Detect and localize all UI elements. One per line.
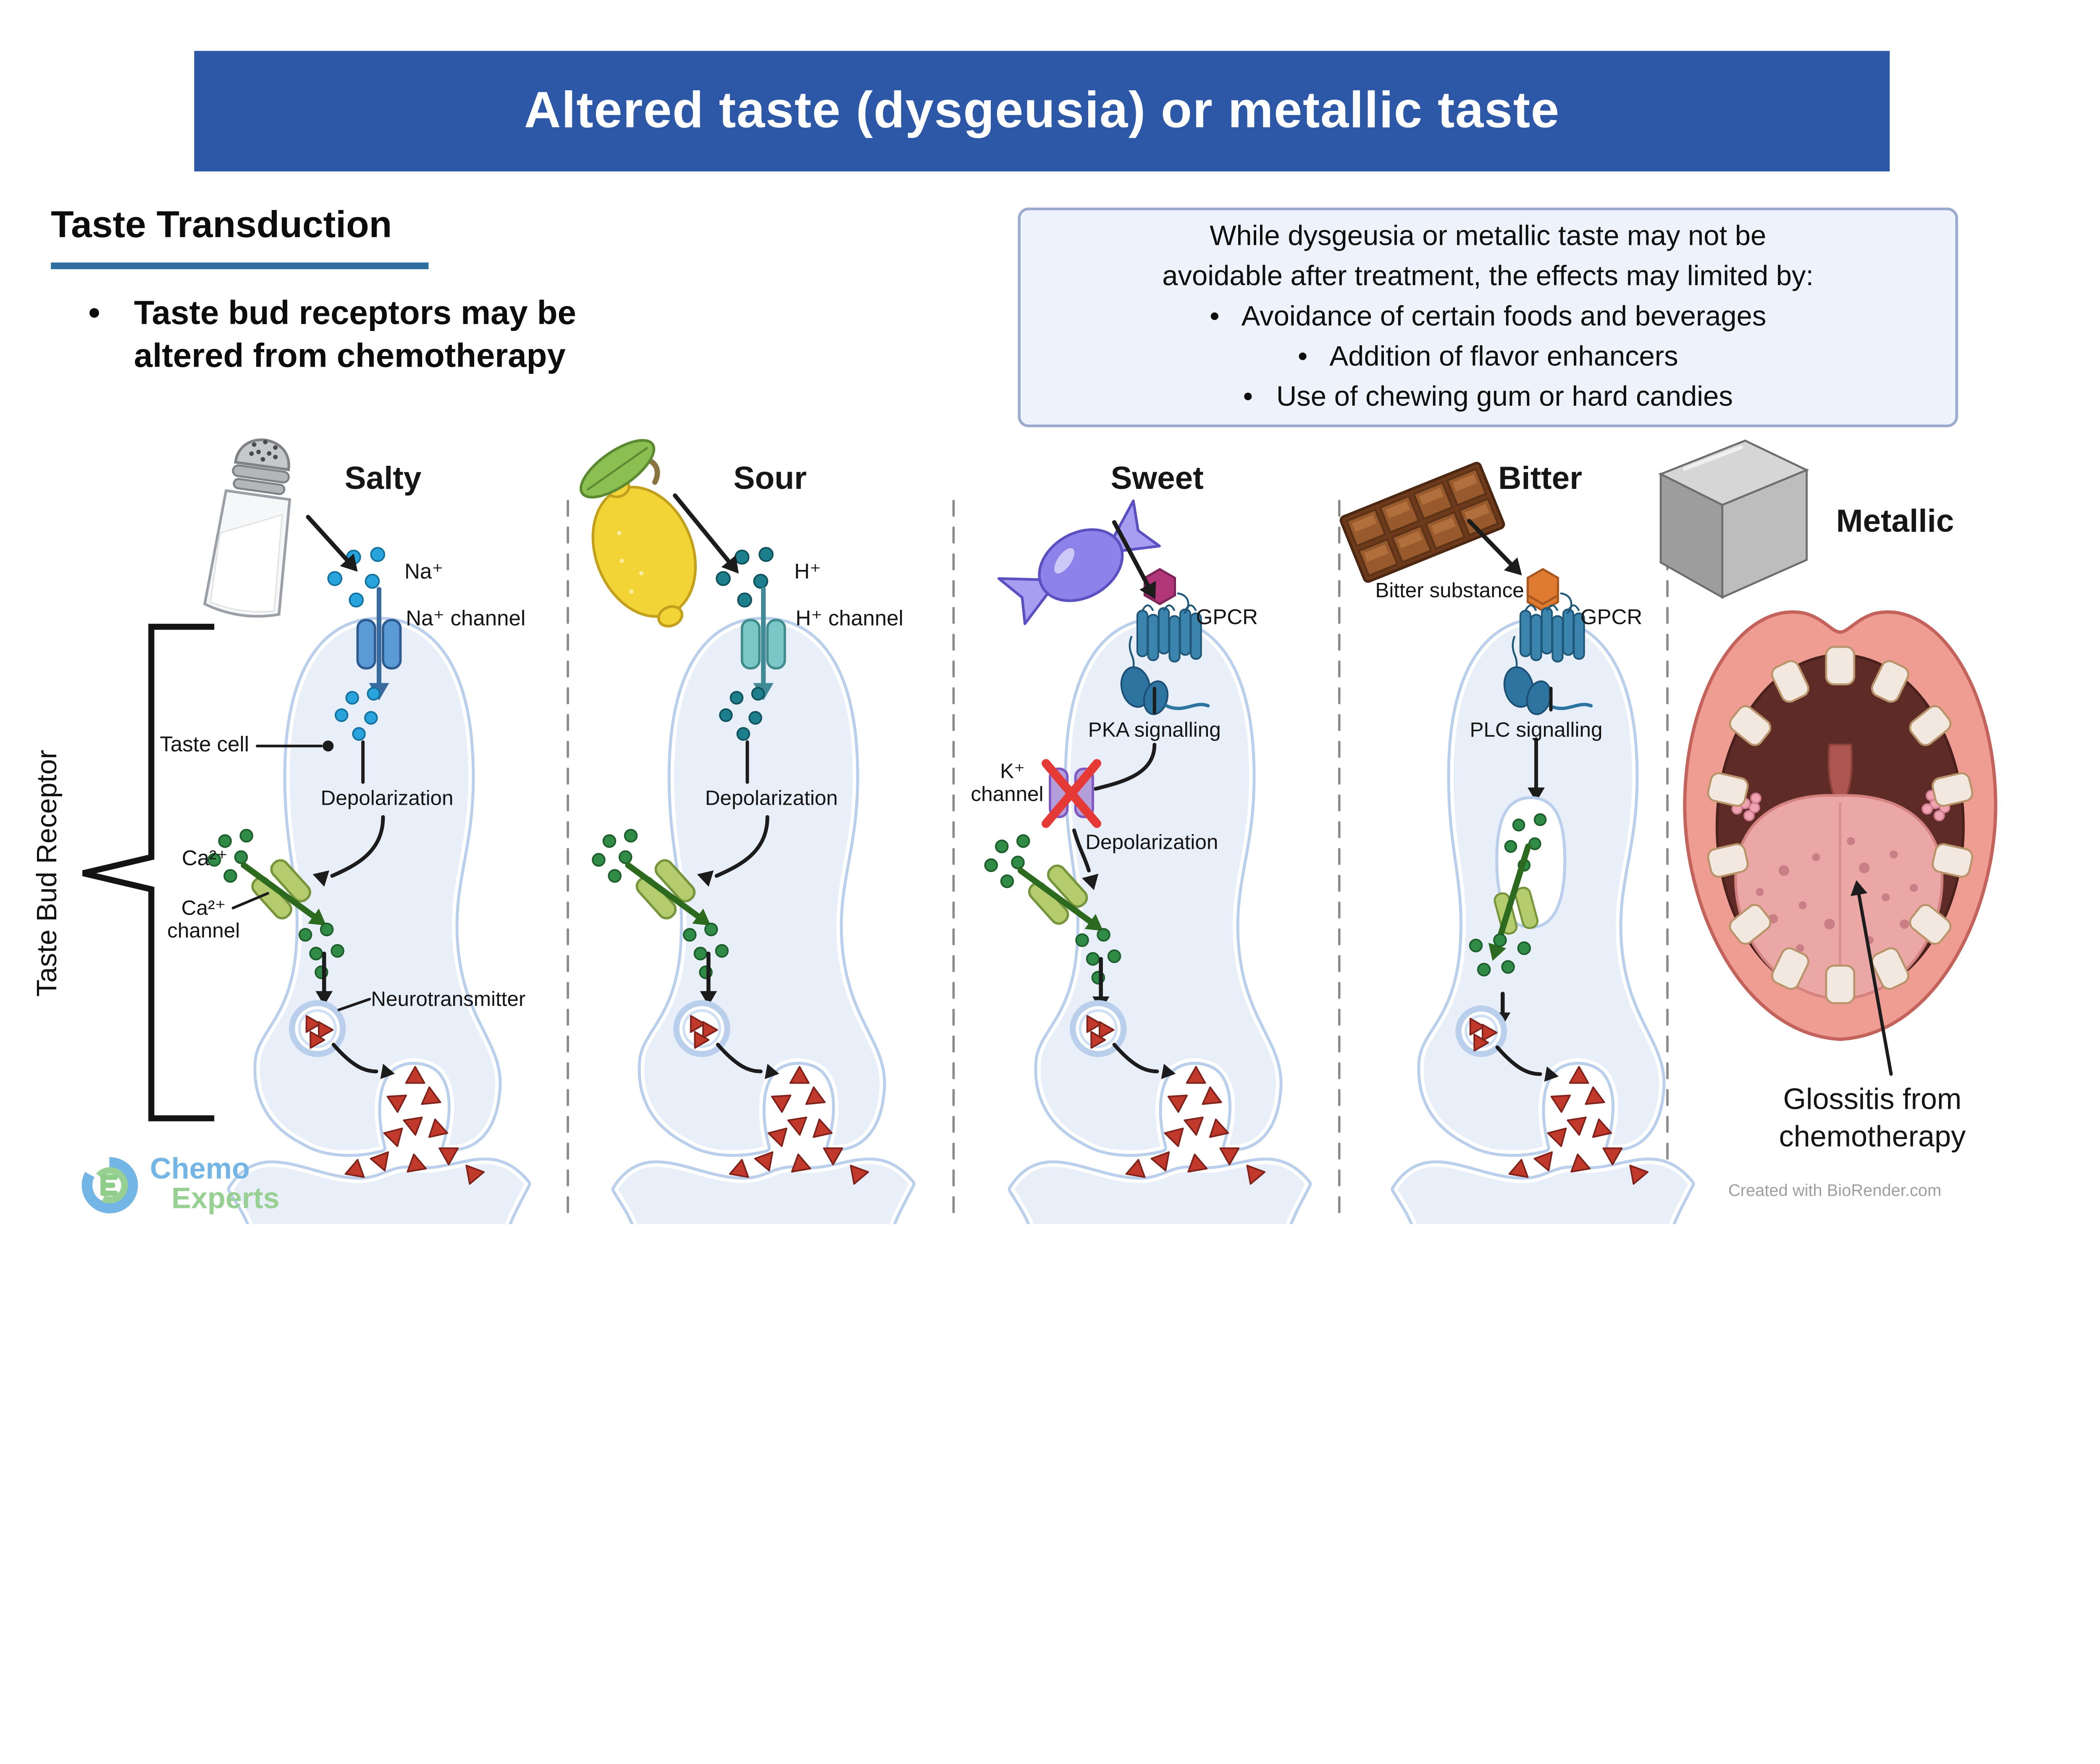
ca-channel-label-line1: Ca²⁺ [181, 897, 226, 920]
gpcr-receptor [1503, 568, 1593, 715]
taste-header-salty: Salty [344, 460, 422, 497]
k-channel-label-line1: K⁺ [1000, 761, 1025, 784]
k-channel-label-line2: channel [971, 783, 1044, 806]
open-mouth-illustration [1683, 610, 1998, 1041]
wrapped-candy-icon [997, 499, 1161, 625]
advice-intro-line1: While dysgeusia or metallic taste may no… [1210, 221, 1767, 252]
salty-pathway [207, 547, 402, 1079]
plc-signalling-label: PLC signalling [1470, 719, 1603, 742]
bitter-substance-label: Bitter substance [1375, 580, 1524, 603]
depolarization-label-salty: Depolarization [320, 788, 454, 811]
salt-shaker-icon [203, 438, 291, 618]
logo-text-chemo: Chemo [150, 1152, 250, 1186]
na-channel-label: Na⁺ channel [406, 608, 526, 631]
taste-header-sour: Sour [733, 460, 807, 497]
h-ion-label: H⁺ [794, 561, 821, 584]
taste-header-metallic: Metallic [1836, 503, 1954, 540]
section-bullet: Taste bud receptors may be altered from … [88, 292, 683, 378]
taste-bud-receptor-bracket [82, 624, 215, 1121]
column-dividers [567, 499, 1669, 1224]
bitter-pathway [1455, 568, 1593, 1082]
ca-ion-label: Ca²⁺ [181, 848, 228, 871]
sweet-pathway [984, 568, 1210, 1079]
lemon-icon [579, 439, 697, 628]
glossitis-arrow [1850, 880, 1893, 1076]
taste-header-sweet: Sweet [1110, 460, 1204, 497]
gpcr-label-sweet: GPCR [1196, 606, 1258, 630]
advice-item: Use of chewing gum or hard candies [1210, 377, 1766, 417]
page-title: Altered taste (dysgeusia) or metallic ta… [524, 82, 1560, 139]
taste-bud-receptor-label: Taste Bud Receptor [32, 750, 63, 997]
biorender-credit: Created with BioRender.com [1728, 1181, 1942, 1200]
advice-item: Avoidance of certain foods and beverages [1210, 297, 1767, 337]
advice-item: Addition of flavor enhancers [1210, 337, 1766, 377]
taste-header-bitter: Bitter [1498, 460, 1583, 497]
na-ion-label: Na⁺ [404, 561, 444, 584]
taste-cell-label: Taste cell [160, 734, 249, 757]
ca-channel-label-line2: channel [167, 920, 240, 943]
bitter-arrow [1467, 519, 1522, 575]
metal-ingot-icon [1658, 439, 1809, 599]
advice-callout: While dysgeusia or metallic taste may no… [1018, 207, 1958, 428]
heading-underline [51, 262, 429, 269]
sweet-arrow [1112, 520, 1156, 600]
chocolate-bar-icon [1339, 462, 1505, 583]
salty-arrow [306, 514, 358, 572]
depolarization-label-sweet: Depolarization [1085, 832, 1218, 855]
sour-pathway [592, 547, 786, 1079]
infographic-canvas: Altered taste (dysgeusia) or metallic ta… [0, 0, 2100, 1224]
section-heading: Taste Transduction [51, 203, 392, 245]
pka-signalling-label: PKA signalling [1088, 719, 1221, 742]
h-channel-label: H⁺ channel [795, 608, 903, 631]
chemoexperts-logo: Chemo Experts [78, 1149, 346, 1219]
logo-text-experts: Experts [171, 1181, 280, 1215]
depolarization-label-sour: Depolarization [705, 788, 838, 811]
glossitis-caption-line2: chemotherapy [1779, 1119, 1966, 1153]
sour-arrow [673, 493, 739, 574]
glossitis-caption-line1: Glossitis from [1783, 1082, 1962, 1116]
advice-list: Avoidance of certain foods and beverages… [1210, 297, 1767, 417]
title-banner: Altered taste (dysgeusia) or metallic ta… [194, 51, 1890, 172]
taste-transduction-diagram [82, 438, 1998, 1224]
chemoexperts-logo-icon [81, 1157, 138, 1214]
advice-intro-line2: avoidable after treatment, the effects m… [1162, 261, 1814, 293]
taste-cell-salty [227, 617, 531, 1224]
gpcr-label-bitter: GPCR [1580, 606, 1643, 630]
taste-cell-sour [611, 617, 916, 1224]
neurotransmitter-label: Neurotransmitter [371, 988, 526, 1011]
